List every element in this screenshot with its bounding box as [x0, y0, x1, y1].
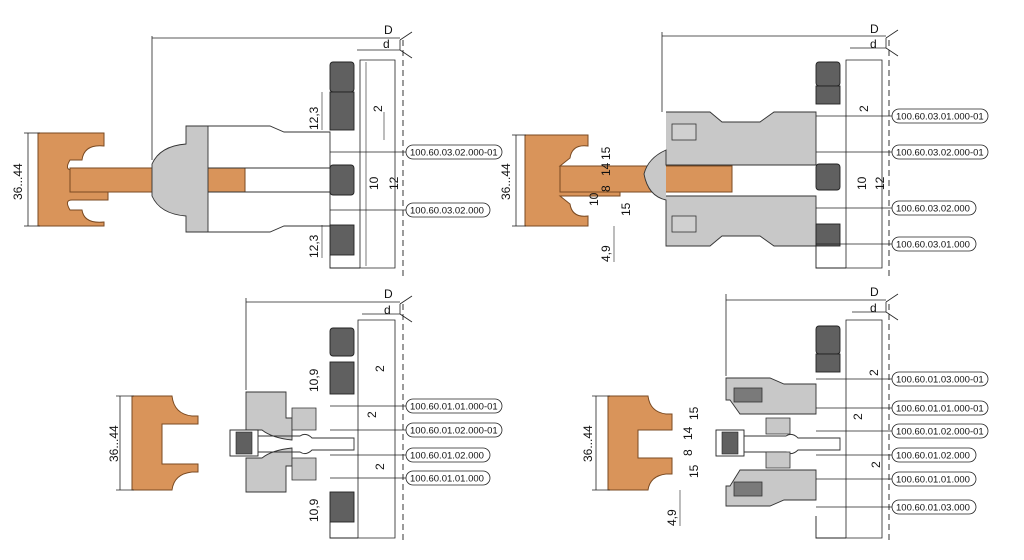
wood-profile — [131, 395, 199, 491]
svg-text:4,9: 4,9 — [599, 245, 613, 262]
panel-top-right: D d 36...44 2 15 14 8 — [499, 22, 989, 278]
height-label: 36...44 — [499, 163, 513, 200]
part-label: 100.60.01.03.000-01 — [896, 375, 984, 386]
svg-text:2: 2 — [365, 411, 379, 418]
cutter-assembly — [229, 327, 358, 539]
height-label: 36...44 — [107, 425, 121, 462]
part-label: 100.60.01.01.000 — [410, 474, 484, 485]
label-D: D — [384, 23, 393, 37]
svg-text:2: 2 — [371, 105, 385, 112]
cutter-assembly — [715, 325, 846, 539]
svg-text:10: 10 — [855, 176, 869, 190]
part-label: 100.60.01.01.000-01 — [410, 402, 498, 413]
panel-bottom-left: D d 36...44 10,9 2 — [107, 287, 503, 540]
svg-text:14: 14 — [681, 426, 695, 440]
svg-text:2: 2 — [867, 369, 881, 376]
svg-text:15: 15 — [687, 464, 701, 478]
svg-text:2: 2 — [373, 365, 387, 372]
part-label: 100.60.01.01.000 — [896, 475, 970, 486]
svg-text:4,9: 4,9 — [665, 509, 679, 526]
dimension-labels: 2 15 14 8 15 2 2 4,9 — [665, 369, 883, 526]
label-D: D — [384, 287, 393, 301]
part-label: 100.60.01.03.000 — [896, 503, 970, 514]
dimension-labels: 12,3 2 10 12 12,3 — [307, 92, 401, 258]
svg-text:8: 8 — [599, 185, 613, 192]
svg-text:12,3: 12,3 — [307, 234, 321, 258]
height-label: 36...44 — [11, 163, 25, 200]
part-labels: 100.60.03.02.000-01 100.60.03.02.000 — [330, 144, 503, 218]
part-label: 100.60.03.02.000-01 — [410, 148, 498, 159]
svg-text:10,9: 10,9 — [307, 368, 321, 392]
svg-text:2: 2 — [851, 413, 865, 420]
svg-text:10: 10 — [587, 192, 601, 206]
dim-D: D d — [725, 285, 899, 376]
dimension-labels: 2 15 14 8 10 15 4,9 10 12 — [587, 105, 887, 262]
part-label: 100.60.03.02.000 — [410, 206, 484, 217]
part-label: 100.60.01.02.000 — [896, 451, 970, 462]
dim-D: D d — [661, 22, 899, 112]
part-label: 100.60.01.01.000-01 — [896, 404, 984, 415]
svg-text:12,3: 12,3 — [307, 106, 321, 130]
svg-text:10,9: 10,9 — [307, 498, 321, 522]
part-labels: 100.60.03.01.000-01 100.60.03.02.000-01 … — [816, 108, 989, 252]
dimension-labels: 10,9 2 2 2 10,9 — [307, 365, 387, 522]
cutter-assembly — [151, 61, 360, 269]
cutter-assembly — [643, 61, 846, 269]
dim-D: D d — [151, 23, 413, 160]
svg-text:2: 2 — [857, 105, 871, 112]
part-label: 100.60.03.01.000 — [896, 240, 970, 251]
label-d: d — [383, 37, 390, 51]
part-label: 100.60.03.02.000-01 — [896, 148, 984, 159]
part-label: 100.60.03.01.000-01 — [896, 112, 984, 123]
label-D: D — [870, 22, 879, 36]
part-label: 100.60.01.02.000-01 — [410, 426, 498, 437]
panel-bottom-right: D d 36...44 2 15 — [581, 285, 989, 540]
label-D: D — [870, 285, 879, 299]
panel-top-left: D d 36...44 — [11, 23, 503, 278]
svg-text:8: 8 — [681, 449, 695, 456]
svg-text:15: 15 — [687, 406, 701, 420]
svg-text:14: 14 — [599, 162, 613, 176]
svg-text:15: 15 — [599, 146, 613, 160]
wood-profile — [37, 132, 246, 227]
svg-text:12: 12 — [873, 176, 887, 190]
svg-text:15: 15 — [619, 202, 633, 216]
height-label: 36...44 — [581, 425, 595, 462]
label-d: d — [870, 37, 877, 51]
part-label: 100.60.03.02.000 — [896, 204, 970, 215]
part-label: 100.60.01.02.000 — [410, 451, 484, 462]
svg-text:10: 10 — [367, 176, 381, 190]
part-label: 100.60.01.02.000-01 — [896, 427, 984, 438]
label-d: d — [870, 301, 877, 315]
dim-D: D d — [245, 287, 413, 390]
svg-text:2: 2 — [869, 461, 883, 468]
label-d: d — [384, 303, 391, 317]
svg-text:2: 2 — [373, 463, 387, 470]
part-labels: 100.60.01.01.000-01 100.60.01.02.000-01 … — [330, 398, 503, 486]
part-labels: 100.60.01.03.000-01 100.60.01.01.000-01 … — [816, 371, 989, 515]
svg-text:12: 12 — [387, 176, 401, 190]
wood-profile — [607, 395, 673, 491]
